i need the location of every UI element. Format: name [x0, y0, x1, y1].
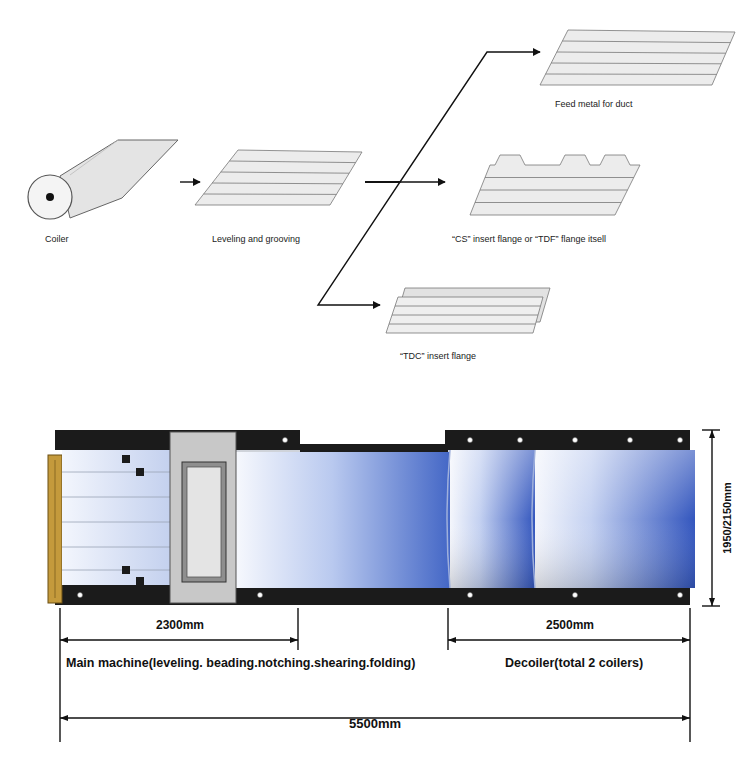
node-caption: Coiler	[45, 234, 69, 245]
leveling-node: Leveling and grooving	[200, 148, 365, 249]
dimension-lines	[60, 430, 720, 742]
coiler-node: Coiler	[30, 135, 180, 249]
dimension-text: 1950/2150mm	[721, 482, 733, 554]
flow-arrow	[318, 182, 400, 305]
tdc-sheet	[386, 288, 550, 333]
flow-arrow	[180, 181, 200, 182]
machine-plan	[48, 430, 695, 605]
section-label: Main machine(leveling. beading.notching.…	[66, 657, 415, 671]
tdc-flange-node: “TDC” insert flange	[380, 285, 555, 366]
node-caption: “TDC” insert flange	[400, 351, 476, 362]
dimension-text: 5500mm	[349, 717, 401, 731]
flange-node: “CS” insert flange or “TDF” flange itsel…	[445, 148, 645, 249]
coiler-figure	[28, 140, 178, 219]
section-label: Decoiler(total 2 coilers)	[505, 657, 643, 671]
dimension-text: 2300mm	[156, 619, 204, 632]
flow-arrow	[365, 52, 540, 182]
flange-sheet	[470, 155, 640, 215]
node-caption: “CS” insert flange or “TDF” flange itsel…	[452, 234, 606, 245]
node-caption: Leveling and grooving	[212, 234, 300, 245]
node-caption: Feed metal for duct	[555, 99, 633, 110]
grooved-sheet	[195, 150, 362, 205]
feed-metal-node: Feed metal for duct	[540, 28, 740, 114]
dimension-text: 2500mm	[546, 619, 594, 632]
feed-sheet	[540, 30, 735, 85]
dimension-arrows	[60, 430, 715, 721]
